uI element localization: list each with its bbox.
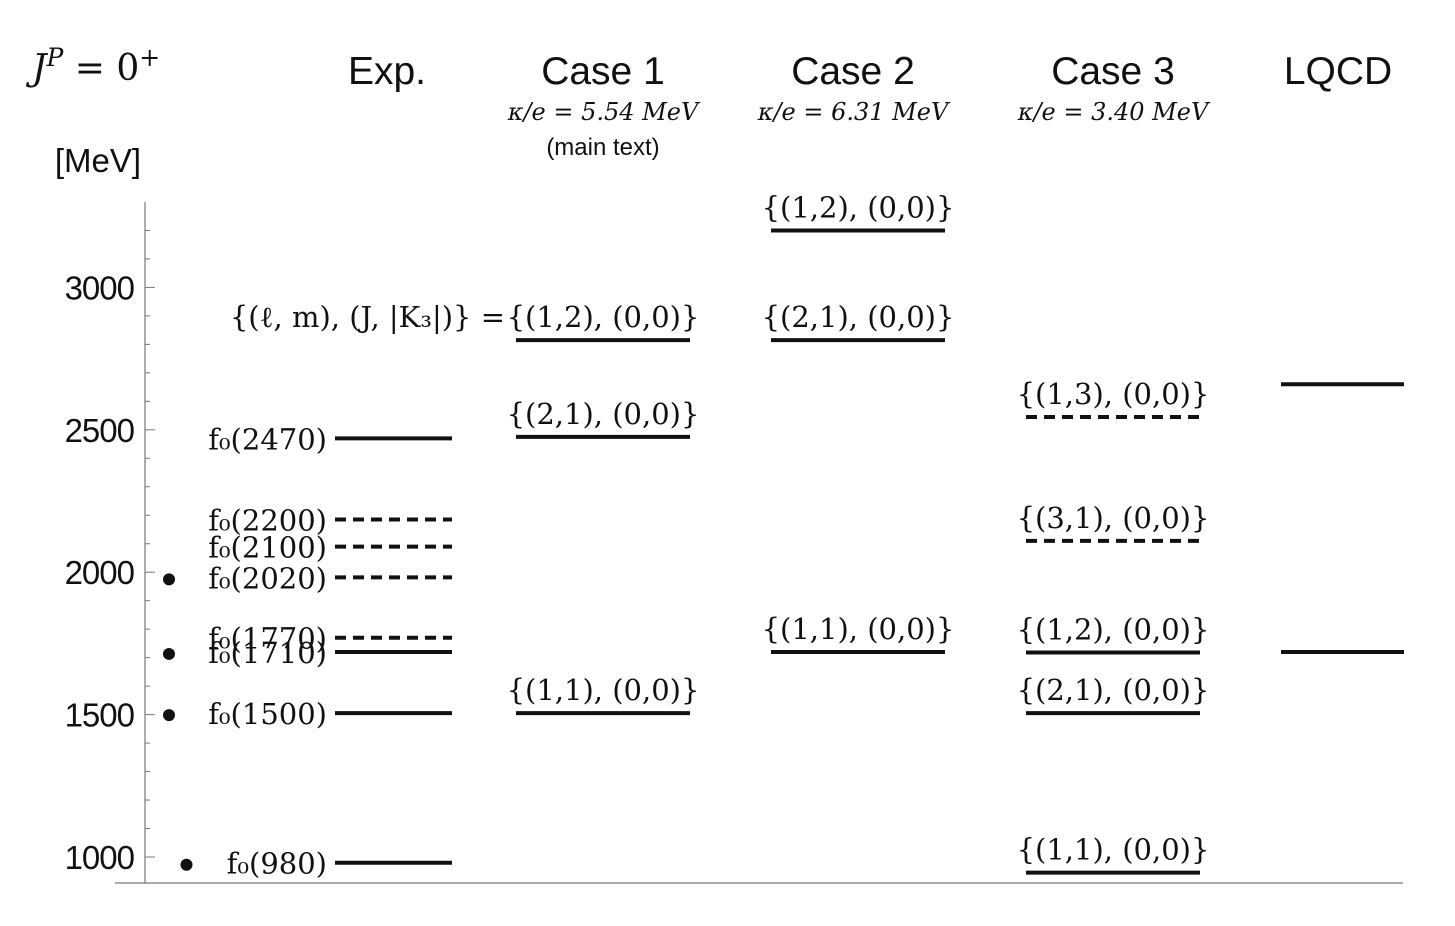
level-label: {(2,1), (0,0)} <box>762 300 955 334</box>
y-tick-label: 1500 <box>65 697 135 734</box>
level-label: f₀(1770) <box>208 622 327 656</box>
level-label: {(2,1), (0,0)} <box>1017 673 1210 707</box>
level-label: f₀(2100) <box>208 531 327 565</box>
chart-title: JP = 0+ <box>25 43 160 89</box>
level-label: f₀(1500) <box>208 697 327 731</box>
y-tick-label: 2500 <box>65 412 135 449</box>
column-headers: JP = 0+ Exp. Case 1 κ/e = 5.54 MeV (main tex… <box>25 43 1392 161</box>
column-header: Case 3 <box>1051 50 1175 93</box>
column-header: Case 1 <box>541 50 665 93</box>
column-header: Exp. <box>348 50 426 93</box>
level-label: {(1,3), (0,0)} <box>1017 377 1210 411</box>
column-subtitle: κ/e = 5.54 MeV <box>507 98 701 126</box>
y-axis: 1000 1500 2000 2500 3000 [MeV] <box>55 142 1403 884</box>
level-label: {(1,1), (0,0)} <box>762 612 955 646</box>
established-state-dot <box>163 647 175 660</box>
energy-levels <box>335 228 1404 875</box>
level-labels: {(ℓ, m), (J, |K₃|)} = f₀(980) f₀(1500) f₀(1… <box>163 190 1210 881</box>
column-note: (main text) <box>546 134 659 161</box>
level-label: f₀(2470) <box>208 422 327 456</box>
level-label: {(1,1), (0,0)} <box>1017 833 1210 867</box>
level-label: f₀(980) <box>227 847 327 881</box>
established-state-dot <box>163 709 175 722</box>
quantum-number-legend: {(ℓ, m), (J, |K₃|)} = <box>230 300 505 334</box>
y-tick-label: 1000 <box>65 839 135 876</box>
level-label: f₀(1710) <box>208 636 327 670</box>
level-label: {(1,2), (0,0)} <box>507 300 700 334</box>
column-subtitle: κ/e = 6.31 MeV <box>757 98 951 126</box>
column-header: LQCD <box>1284 50 1392 93</box>
y-tick-label: 2000 <box>65 554 135 591</box>
established-state-dot <box>163 573 175 586</box>
column-header: Case 2 <box>791 50 915 93</box>
level-label: {(1,1), (0,0)} <box>507 673 700 707</box>
level-label: f₀(2200) <box>208 504 327 538</box>
level-label: {(1,2), (0,0)} <box>1017 613 1210 647</box>
column-subtitle: κ/e = 3.40 MeV <box>1017 98 1211 126</box>
level-label: {(2,1), (0,0)} <box>507 397 700 431</box>
level-label: {(3,1), (0,0)} <box>1017 501 1210 535</box>
y-tick-label: 3000 <box>65 269 135 306</box>
established-state-dot <box>180 858 193 871</box>
level-label: {(1,2), (0,0)} <box>762 190 955 224</box>
y-axis-label: [MeV] <box>55 142 141 179</box>
level-label: f₀(2020) <box>208 561 327 595</box>
